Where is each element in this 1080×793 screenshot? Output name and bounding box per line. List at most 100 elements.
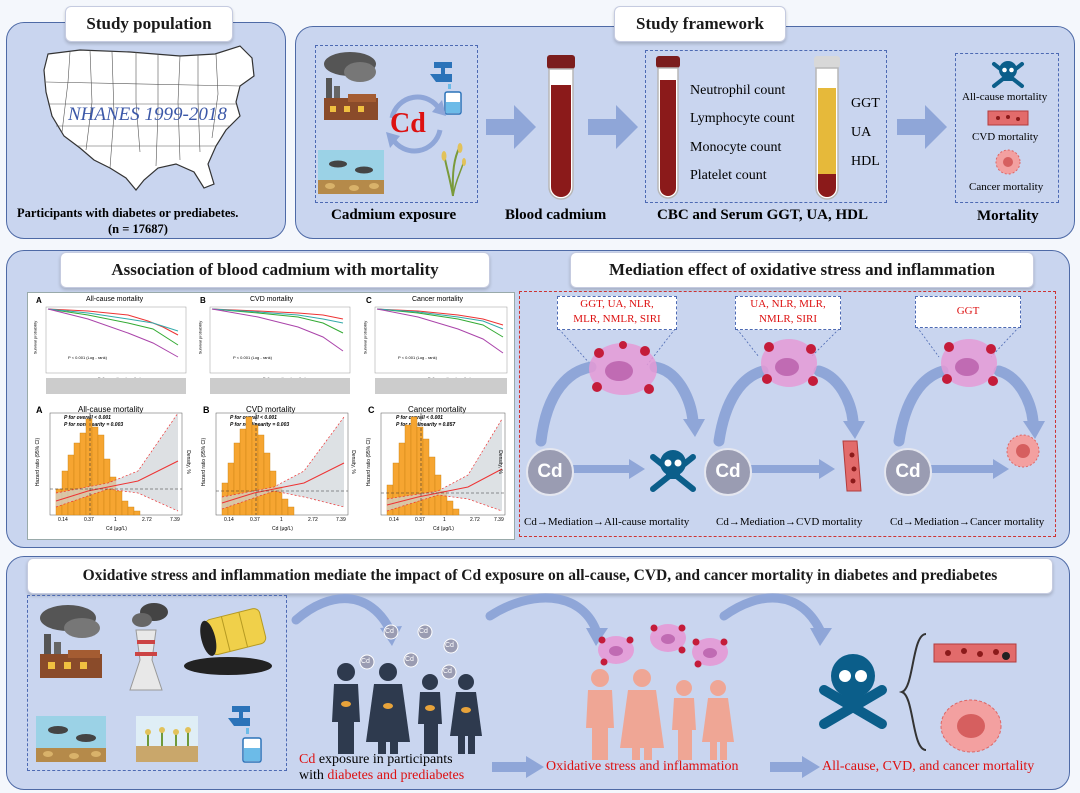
cd-node: Cd [704, 448, 752, 496]
blood-tube-icon [547, 55, 575, 200]
rcs-density-label: Density, % [349, 450, 356, 474]
study-framework-panel [295, 26, 1075, 239]
serum-item: GGT [851, 96, 880, 111]
participants-text: Participants with diabetes or prediabete… [17, 206, 239, 220]
cd-particles [359, 624, 459, 680]
people-icon [586, 669, 734, 760]
arrow-icon [770, 756, 820, 778]
blood-vessel-icon [987, 110, 1029, 126]
diabetes-word: diabetes and prediabetes [327, 768, 465, 783]
km-title: Cancer mortality [412, 296, 463, 303]
rcs-plots [49, 412, 506, 516]
rcs-tick: 0.14 [389, 517, 399, 523]
exposure-text: Cd exposure in participants [299, 752, 453, 768]
cd-symbol: Cd [390, 108, 426, 139]
rice-plant-icon [441, 143, 466, 197]
rcs-y-label: Hazard ratio (95% CI) [201, 437, 208, 487]
cancer-cell-icon [995, 149, 1021, 175]
km-letter: B [200, 296, 206, 305]
mediator-line: MLR, NMLR, SIRI [573, 313, 661, 325]
mediator-list: GGT, UA, NLR, MLR, NMLR, SIRI [557, 296, 677, 330]
mediator-line: GGT, UA, NLR, [580, 298, 654, 310]
rcs-tick: 2.72 [470, 517, 480, 523]
cd-node: Cd [526, 448, 574, 496]
rcs-letter: B [203, 405, 210, 415]
rcs-p-overall: P for overall < 0.001 [396, 415, 443, 421]
arrow-icon [492, 756, 544, 778]
rcs-tick: 0.37 [415, 517, 425, 523]
cd-node: Cd [884, 448, 932, 496]
crop-field-icon [136, 716, 198, 762]
cadmium-exposure-label: Cadmium exposure [331, 207, 457, 223]
km-title: CVD mortality [250, 296, 294, 303]
cbc-item: Neutrophil count [690, 83, 786, 98]
rcs-p-nonlinear: P for nonlinearity = 0.003 [230, 422, 290, 428]
cancer-cell-icon [940, 699, 1002, 753]
mediation-path-label: Cd→Mediation→CVD mortality [716, 516, 863, 528]
mediator-line: UA, NLR, MLR, [750, 298, 826, 310]
cd-particle-label: Cd [405, 656, 414, 663]
factory-icon [40, 605, 102, 678]
mediation-path-label: Cd→Mediation→Cancer mortality [890, 516, 1045, 528]
power-plant-icon [129, 603, 168, 691]
arrow-icon [588, 105, 638, 149]
rcs-y-label: Hazard ratio (95% CI) [366, 437, 373, 487]
rcs-title: CVD mortality [246, 405, 296, 414]
km-pvalue: P < 0.001 (Log - rank) [68, 355, 107, 360]
blood-cadmium-label: Blood cadmium [505, 207, 607, 223]
association-title: Association of blood cadmium with mortal… [60, 252, 490, 288]
rcs-x-label: Cd (μg/L) [433, 526, 454, 532]
mediation-box [519, 291, 1056, 537]
mortality-item: CVD mortality [972, 131, 1039, 143]
people-icon [332, 663, 482, 754]
nhanes-label: NHANES 1999-2018 [68, 104, 227, 125]
rcs-tick: 0.37 [84, 517, 94, 523]
rcs-density-label: Density, % [496, 450, 503, 474]
mediator-list: UA, NLR, MLR, NMLR, SIRI [735, 296, 841, 330]
rcs-y-label: Hazard ratio (95% CI) [35, 437, 42, 487]
brace-icon [898, 633, 927, 751]
rcs-p-overall: P for overall < 0.001 [64, 415, 111, 421]
rcs-tick: 7.39 [336, 517, 346, 523]
with-word: with [299, 768, 328, 783]
cbc-item: Monocyte count [690, 140, 782, 155]
cd-particle-label: Cd [443, 668, 452, 675]
km-title: All-cause mortality [86, 296, 144, 303]
cd-particle-label: Cd [445, 642, 454, 649]
serum-item: HDL [851, 154, 880, 169]
rcs-title: All-cause mortality [78, 405, 144, 414]
km-pvalue: P < 0.001 (Log - rank) [398, 355, 437, 360]
summary-title: Oxidative stress and inflammation mediat… [27, 558, 1053, 594]
mediator-line: GGT [956, 305, 980, 317]
cadmium-exposure-box [315, 45, 478, 203]
oxidative-cells [598, 624, 728, 668]
rcs-p-overall: P for overall < 0.001 [230, 415, 277, 421]
km-letter: A [36, 296, 42, 305]
rcs-tick: 0.37 [250, 517, 260, 523]
usa-map-icon [43, 45, 255, 191]
rcs-tick: 1 [114, 517, 117, 523]
blood-tube-icon [656, 56, 680, 199]
rcs-tick: 7.39 [494, 517, 504, 523]
rcs-tick: 2.72 [308, 517, 318, 523]
rcs-title: Cancer mortality [408, 405, 467, 414]
exposure-word: exposure in participants [315, 752, 453, 767]
serum-tube-icon [814, 56, 840, 200]
cbc-item: Platelet count [690, 168, 767, 183]
mediation-path-label: Cd→Mediation→All-cause mortality [524, 516, 690, 528]
mortality-item: All-cause mortality [962, 91, 1048, 103]
cd-particle-label: Cd [385, 628, 394, 635]
sample-size: (n = 17687) [108, 222, 168, 236]
rcs-letter: A [36, 405, 43, 415]
fish-pond-icon [318, 150, 384, 194]
rcs-x-label: Cd (μg/L) [272, 526, 293, 532]
arrow-icon [897, 105, 947, 149]
rcs-x-label: Cd (μg/L) [106, 526, 127, 532]
cycle-arrows-icon [386, 94, 446, 154]
mediator-list: GGT [915, 296, 1021, 328]
factory-icon [324, 52, 378, 120]
skull-crossbones-icon [819, 654, 887, 729]
mediation-diagram [535, 326, 1045, 492]
cd-particle-label: Cd [419, 628, 428, 635]
rcs-tick: 7.39 [170, 517, 180, 523]
